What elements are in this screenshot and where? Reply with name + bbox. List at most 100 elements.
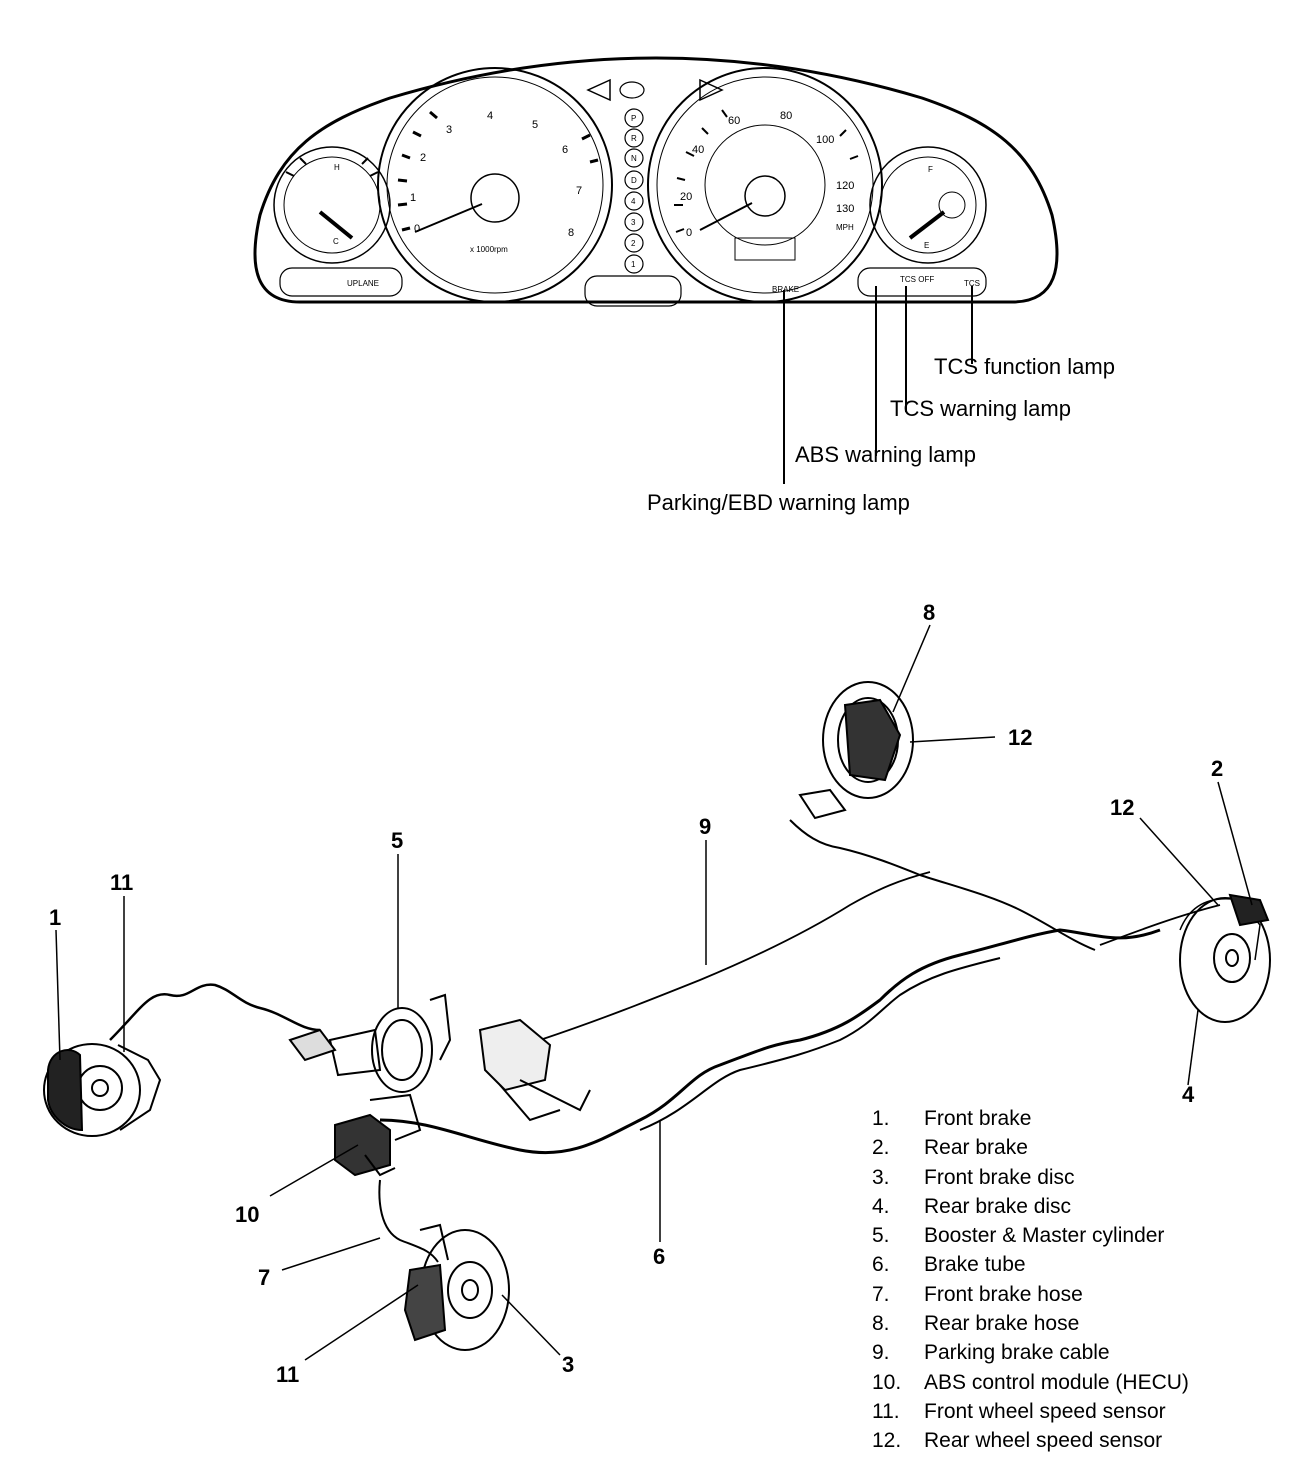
legend-item: 7.Front brake hose	[872, 1282, 1083, 1306]
legend-item: 11.Front wheel speed sensor	[872, 1399, 1166, 1423]
legend-item: 4.Rear brake disc	[872, 1194, 1072, 1218]
gear-indicator	[624, 108, 644, 274]
legend-item: 10.ABS control module (HECU)	[872, 1370, 1189, 1394]
temp-hot-label: H	[334, 163, 340, 172]
callout-10: 10	[235, 1202, 259, 1227]
speedo-mph-80: 80	[780, 110, 792, 122]
temp-gauge	[273, 146, 391, 264]
brake-tube-front-left	[109, 983, 321, 1041]
left-indicator-panel	[279, 267, 403, 297]
temp-cold-label: C	[333, 237, 339, 246]
center-indicator-panel	[584, 275, 682, 307]
speedo-ticks	[674, 109, 859, 233]
gear-2: 2	[631, 239, 636, 248]
legend-item: 1.Front brake	[872, 1107, 1032, 1130]
fuel-empty-label: E	[924, 241, 929, 250]
brake-text: BRAKE	[772, 285, 799, 294]
rear-left-brake-assembly	[798, 681, 914, 820]
legend-item: 3.Front brake disc	[872, 1165, 1075, 1189]
tach-number-0: 0	[414, 223, 420, 235]
tach-number-2: 2	[420, 152, 426, 164]
left-panel-text: UPLANE	[347, 279, 379, 288]
callout-2: 2	[1211, 756, 1223, 781]
front-left-brake-assembly	[43, 1043, 162, 1137]
parking-brake-cable	[539, 871, 931, 1041]
parking-ebd-warning-lamp-label: Parking/EBD warning lamp	[647, 490, 910, 515]
gear-1: 1	[631, 260, 636, 269]
tach-ticks	[397, 110, 599, 232]
speedo-mph-120: 120	[836, 180, 854, 192]
gear-N: N	[631, 154, 637, 163]
right-panel-tcs-off: TCS OFF	[900, 275, 934, 284]
right-indicator-panel	[857, 267, 987, 297]
legend-item: 9.Parking brake cable	[872, 1341, 1110, 1365]
cluster-text: 0 1 2 3 4 5 6 7 8 x 1000rpm H C F E 0 20…	[333, 110, 980, 294]
front-right-brake-assembly	[403, 1223, 510, 1351]
callout-6: 6	[653, 1244, 665, 1269]
tachometer	[377, 67, 613, 303]
fuel-gauge	[869, 146, 987, 264]
callout-5: 5	[391, 828, 403, 853]
callout-12-rear-right: 12	[1110, 795, 1134, 820]
callout-numbers: 1 11 5 9 8 12 2 12 4 6 10 7 11 3	[49, 600, 1223, 1387]
tcs-function-lamp-label: TCS function lamp	[934, 354, 1115, 379]
cluster-housing	[253, 56, 1059, 304]
tach-number-5: 5	[532, 119, 538, 131]
gear-4: 4	[631, 197, 636, 206]
callout-11-front-left: 11	[110, 870, 133, 895]
brake-tube-main	[379, 928, 1161, 1155]
callout-8: 8	[923, 600, 935, 625]
gear-P: P	[631, 114, 636, 123]
tach-number-7: 7	[576, 185, 582, 197]
right-panel-tcs: TCS	[964, 279, 980, 288]
gear-3: 3	[631, 218, 636, 227]
legend-item: 6.Brake tube	[872, 1253, 1026, 1277]
callout-11-front-right: 11	[276, 1362, 299, 1387]
rear-right-brake-assembly	[1179, 893, 1271, 1023]
callout-3: 3	[562, 1352, 574, 1377]
gear-D: D	[631, 176, 637, 185]
high-beam-icon	[619, 81, 645, 99]
rear-parking-cable	[1099, 904, 1221, 946]
speedo-mph-40: 40	[692, 144, 704, 156]
legend-item: 5.Booster & Master cylinder	[872, 1224, 1165, 1248]
tach-number-8: 8	[568, 227, 574, 239]
front-brake-hose	[378, 1179, 439, 1263]
lamp-leaders	[783, 286, 973, 484]
speedo-unit: MPH	[836, 223, 854, 232]
brake-tube-secondary	[639, 957, 1001, 1131]
speedometer	[647, 67, 883, 303]
tcs-warning-lamp-label: TCS warning lamp	[890, 396, 1071, 421]
callout-4: 4	[1182, 1082, 1195, 1107]
tach-unit: x 1000rpm	[470, 245, 508, 254]
callout-12-rear-left: 12	[1008, 725, 1032, 750]
parts-legend: 1.Front brake 2.Rear brake 3.Front brake…	[872, 1104, 1189, 1456]
tach-number-3: 3	[446, 124, 452, 136]
abs-warning-lamp-label: ABS warning lamp	[795, 442, 976, 467]
speedo-mph-0: 0	[686, 227, 692, 239]
tach-number-4: 4	[487, 110, 493, 122]
abs-hecu-module	[334, 1093, 422, 1177]
callout-9: 9	[699, 814, 711, 839]
instrument-cluster	[253, 56, 1059, 307]
callout-leaders	[55, 624, 1253, 1361]
pedal-assembly	[478, 1018, 591, 1122]
gear-R: R	[631, 134, 637, 143]
tach-number-6: 6	[562, 144, 568, 156]
legend-item: 12.Rear wheel speed sensor	[872, 1429, 1163, 1453]
tach-number-1: 1	[410, 192, 416, 204]
booster-master-cylinder	[288, 993, 452, 1093]
speedo-mph-100: 100	[816, 134, 834, 146]
speedo-mph-60: 60	[728, 115, 740, 127]
callout-1: 1	[49, 905, 61, 930]
legend-item: 2.Rear brake	[872, 1136, 1028, 1160]
legend-item: 8.Rear brake hose	[872, 1312, 1080, 1336]
rear-brake-tube	[789, 819, 1096, 951]
fuel-full-label: F	[928, 165, 933, 174]
callout-7: 7	[258, 1265, 270, 1290]
speedo-mph-20: 20	[680, 191, 692, 203]
brake-system	[43, 681, 1271, 1351]
speedo-mph-130: 130	[836, 203, 854, 215]
